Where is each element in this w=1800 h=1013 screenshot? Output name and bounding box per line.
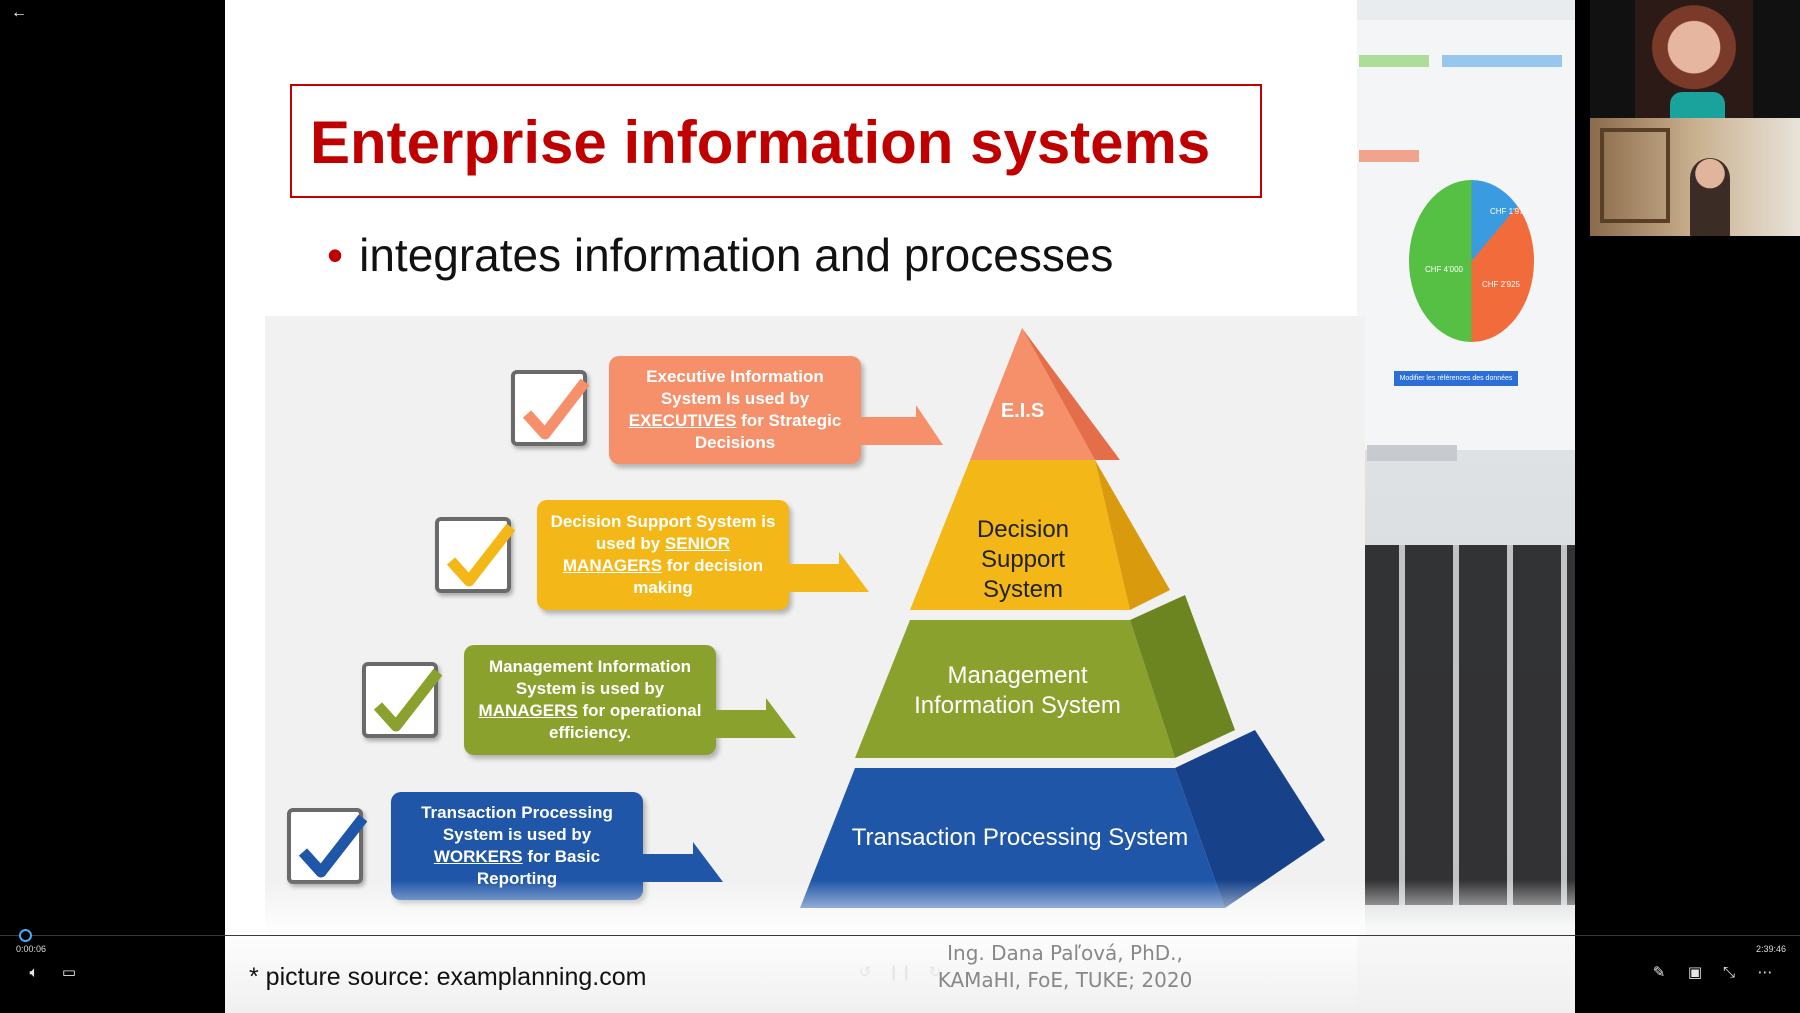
pyramid-level-tps bbox=[800, 768, 1225, 908]
callout-dss: Decision Support System is used by SENIO… bbox=[537, 500, 789, 610]
bullet-text: integrates information and processes bbox=[359, 229, 1114, 281]
pause-icon: ❙❙ bbox=[887, 964, 913, 981]
pie-label: CHF 4'000 bbox=[1425, 265, 1463, 274]
title-box: Enterprise information systems bbox=[290, 84, 1262, 198]
rewind-10-icon: ↺ bbox=[858, 964, 872, 981]
arrow-icon bbox=[716, 698, 796, 738]
pyramid bbox=[800, 328, 1325, 908]
progress-bar[interactable] bbox=[0, 935, 1800, 936]
arrow-icon bbox=[789, 552, 869, 592]
photo-button-text: Modifier les références des données bbox=[1394, 371, 1518, 386]
callout-mis: Management Information System is used by… bbox=[464, 645, 716, 755]
pie-label: CHF 1'975 bbox=[1490, 207, 1528, 216]
picture-source: * picture source: examplanning.com bbox=[249, 963, 647, 991]
forward-30-icon: ↻ bbox=[928, 964, 942, 981]
check-icon bbox=[362, 662, 442, 738]
check-icon bbox=[287, 808, 367, 884]
minimize-icon: ⤡ bbox=[1722, 964, 1735, 981]
bullet-point: • integrates information and processes bbox=[327, 228, 1113, 282]
check-icon bbox=[511, 370, 590, 446]
pyramid-label-dss: Decision Support System bbox=[976, 516, 1070, 603]
pause-button[interactable]: ❙❙ bbox=[887, 962, 913, 984]
captions-icon: ▭ bbox=[61, 964, 77, 981]
back-button[interactable]: ← bbox=[8, 2, 30, 24]
progress-handle[interactable] bbox=[19, 929, 32, 942]
pyramid-label-tps: Transaction Processing System bbox=[851, 824, 1189, 851]
more-button[interactable]: ⋯ bbox=[1752, 962, 1778, 984]
pyramid-level-eis bbox=[970, 328, 1095, 460]
participant-face bbox=[1690, 158, 1730, 236]
volume-button[interactable]: 🔈︎ bbox=[21, 962, 47, 984]
rewind-button[interactable]: ↺ bbox=[852, 962, 878, 984]
pyramid-label-eis: E.I.S bbox=[1000, 400, 1045, 422]
participant-video-2[interactable] bbox=[1590, 118, 1800, 236]
arrow-icon bbox=[861, 405, 943, 445]
pen-button[interactable]: ✎ bbox=[1646, 962, 1672, 984]
current-time: 0:00:06 bbox=[16, 944, 47, 954]
pie-chart-image bbox=[1409, 180, 1534, 342]
pie-label: CHF 2'925 bbox=[1482, 280, 1520, 289]
callout-eis: Executive Information System Is used by … bbox=[609, 356, 861, 464]
volume-icon: 🔈︎ bbox=[29, 964, 39, 981]
pip-button[interactable]: ▣ bbox=[1682, 962, 1708, 984]
author-credit: Ing. Dana Paľová, PhD., KAMaHI, FoE, TUK… bbox=[937, 941, 1193, 992]
captions-button[interactable]: ▭ bbox=[56, 962, 82, 984]
total-time: 2:39:46 bbox=[1756, 944, 1787, 954]
pyramid-level-mis bbox=[855, 620, 1175, 758]
more-icon: ⋯ bbox=[1757, 964, 1773, 981]
minimize-button[interactable]: ⤡ bbox=[1716, 962, 1742, 984]
pen-icon: ✎ bbox=[1652, 964, 1666, 981]
arrow-left-icon: ← bbox=[11, 4, 27, 21]
bullet-dot: • bbox=[327, 229, 344, 281]
arrow-icon bbox=[643, 842, 723, 882]
participant-video-1[interactable] bbox=[1590, 0, 1800, 118]
presentation-slide: CHF 1'975 CHF 4'000 CHF 2'925 Modifier l… bbox=[225, 0, 1575, 1013]
pyramid-level-dss bbox=[910, 460, 1130, 610]
slide-title: Enterprise information systems bbox=[310, 109, 1211, 176]
picture-in-picture-icon: ▣ bbox=[1687, 964, 1703, 981]
forward-button[interactable]: ↻ bbox=[922, 962, 948, 984]
pyramid-label-mis: Management Information System bbox=[914, 662, 1121, 719]
check-icon bbox=[435, 517, 515, 593]
